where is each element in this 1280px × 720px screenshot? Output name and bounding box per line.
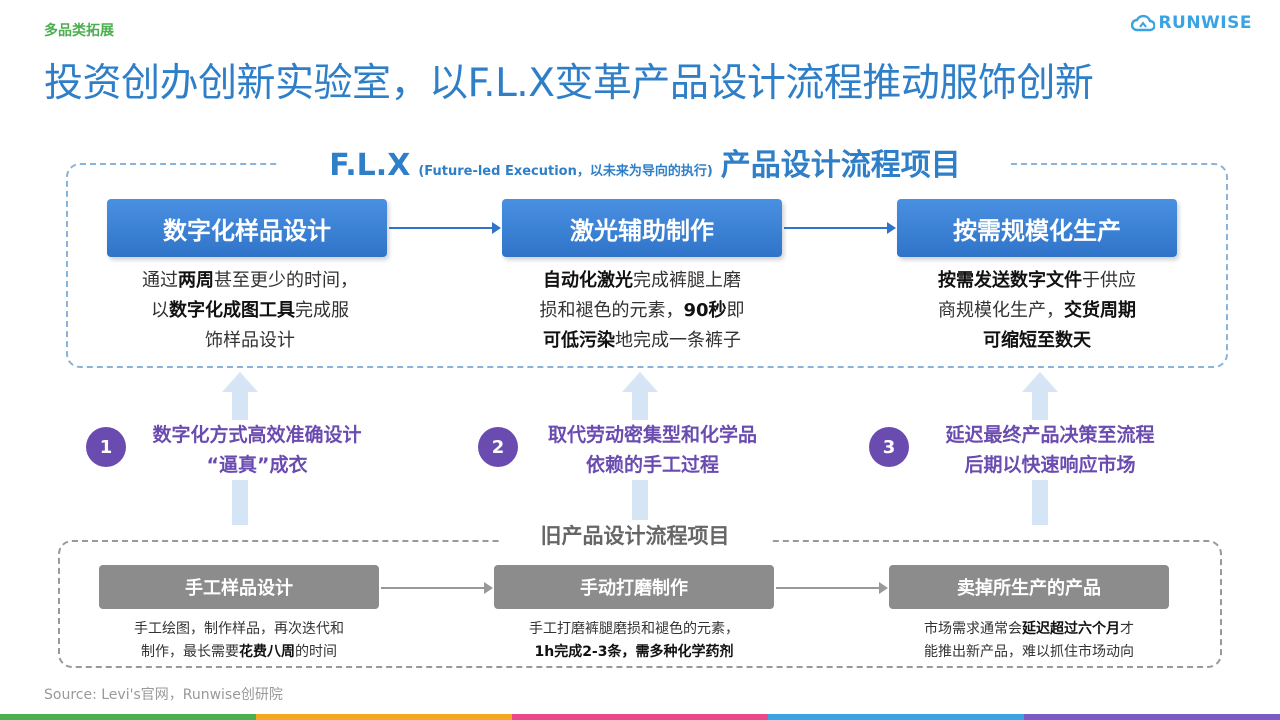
bar-segment-2: [256, 714, 512, 720]
old-arrow-1: [381, 582, 493, 594]
flx-subtitle: (Future-led Execution，以未来为导向的执行): [418, 164, 713, 179]
bar-segment-5: [1024, 714, 1280, 720]
benefit-2-text: 取代劳动密集型和化学品依赖的手工过程: [530, 420, 775, 480]
flx-arrow-2: [784, 222, 896, 234]
logo-text: RUNWISE: [1158, 13, 1252, 33]
flx-arrow-1: [389, 222, 501, 234]
bar-segment-1: [0, 714, 256, 720]
flx-step-2: 激光辅助制作: [502, 199, 782, 257]
old-step-2-desc: 手工打磨裤腿磨损和褪色的元素， 1h完成2-3条，需多种化学药剂: [529, 621, 739, 660]
old-arrow-2: [776, 582, 888, 594]
flx-header: F.L.X (Future-led Execution，以未来为导向的执行) 产…: [280, 140, 1010, 183]
flx-label: 产品设计流程项目: [720, 148, 961, 183]
flx-step-2-desc: 自动化激光完成裤腿上磨 损和褪色的元素，90秒即 可低污染地完成一条裤子: [539, 270, 745, 351]
flx-step-3-desc: 按需发送数字文件于供应 商规模化生产，交货周期 可缩短至数天: [938, 270, 1136, 351]
old-section-label: 旧产品设计流程项目: [500, 520, 770, 552]
flx-name: F.L.X: [329, 148, 411, 183]
old-step-3: 卖掉所生产的产品: [889, 565, 1169, 609]
benefit-1-text: 数字化方式高效准确设计“逼真”成衣: [136, 420, 378, 480]
old-step-1: 手工样品设计: [99, 565, 379, 609]
benefit-3-number: 3: [869, 427, 909, 467]
old-step-2: 手动打磨制作: [494, 565, 774, 609]
old-step-1-desc: 手工绘图，制作样品，再次迭代和 制作，最长需要花费八周的时间: [134, 621, 344, 660]
runwise-logo: RUNWISE: [1131, 13, 1252, 33]
flx-step-1: 数字化样品设计: [107, 199, 387, 257]
page-title: 投资创办创新实验室，以F.L.X变革产品设计流程推动服饰创新: [44, 61, 1094, 106]
up-arrow-1-head: [222, 372, 258, 392]
cloud-logo-icon: [1131, 14, 1156, 32]
bottom-color-bar: [0, 714, 1280, 720]
benefit-1-number: 1: [86, 427, 126, 467]
flx-step-3: 按需规模化生产: [897, 199, 1177, 257]
source-note: Source: Levi's官网，Runwise创研院: [44, 687, 283, 703]
benefit-2-number: 2: [478, 427, 518, 467]
bar-segment-3: [512, 714, 768, 720]
old-step-3-desc: 市场需求通常会延迟超过六个月才 能推出新产品，难以抓住市场动向: [924, 621, 1134, 660]
bar-segment-4: [768, 714, 1024, 720]
section-tag: 多品类拓展: [44, 23, 114, 39]
benefit-3-text: 延迟最终产品决策至流程后期以快速响应市场: [926, 420, 1174, 480]
up-arrow-2-head: [622, 372, 658, 392]
up-arrow-3-head: [1022, 372, 1058, 392]
flx-step-1-desc: 通过两周甚至更少的时间， 以数字化成图工具完成服 饰样品设计: [142, 270, 358, 351]
